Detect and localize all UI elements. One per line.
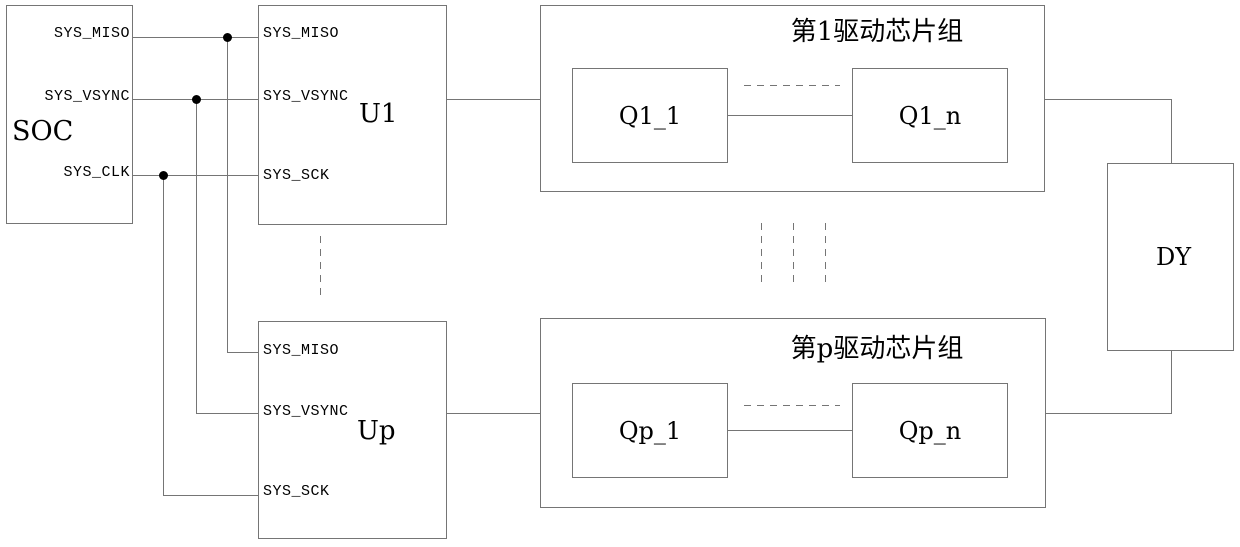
ellipsis-u1-to-up <box>320 236 321 299</box>
wire-miso-drop <box>227 37 228 352</box>
wire-vsync-branch-to-up <box>196 413 258 414</box>
wire-dy-bottom-connector <box>1171 351 1172 414</box>
up-pin-sys-vsync: SYS_VSYNC <box>263 403 349 420</box>
soc-pin-sys-vsync: SYS_VSYNC <box>44 88 130 105</box>
soc-pin-sys-miso: SYS_MISO <box>53 25 130 42</box>
chip-qp-n-box: Qp_n <box>852 383 1008 478</box>
chip-qp-1-label: Qp_1 <box>618 416 682 445</box>
soc-pin-sys-clk: SYS_CLK <box>63 164 130 181</box>
up-box <box>258 321 447 539</box>
wire-clk-branch-to-up <box>163 495 258 496</box>
wire-clk-drop <box>163 175 164 495</box>
wire-u1-to-group1 <box>447 99 540 100</box>
ellipsis-q1-chain <box>744 85 840 86</box>
wire-q1-1-to-q1-n <box>728 115 852 116</box>
chip-qp-1-box: Qp_1 <box>572 383 728 478</box>
wire-dy-top-connector <box>1171 99 1172 163</box>
u1-box <box>258 5 447 225</box>
driver-group-p-title: 第p驱动芯片组 <box>790 334 964 364</box>
u1-label: U1 <box>359 99 398 129</box>
u1-pin-sys-vsync: SYS_VSYNC <box>263 88 349 105</box>
wire-groupp-to-dy <box>1045 413 1172 414</box>
wire-vsync-drop <box>196 99 197 413</box>
ellipsis-groups-1 <box>761 223 762 287</box>
junction-dot-vsync <box>192 95 201 104</box>
chip-q1-n-box: Q1_n <box>852 68 1008 163</box>
u1-pin-sys-miso: SYS_MISO <box>263 25 340 42</box>
dy-label: DY <box>1156 243 1192 271</box>
chip-qp-n-label: Qp_n <box>898 416 962 445</box>
chip-q1-1-box: Q1_1 <box>572 68 728 163</box>
wire-miso-branch-to-up <box>227 352 258 353</box>
driver-group-1-title: 第1驱动芯片组 <box>790 17 964 47</box>
wire-clk-soc-to-u1 <box>133 175 258 176</box>
dy-box <box>1107 163 1234 351</box>
ellipsis-qp-chain <box>744 405 840 406</box>
up-pin-sys-sck: SYS_SCK <box>263 483 330 500</box>
chip-q1-1-label: Q1_1 <box>618 101 682 130</box>
junction-dot-miso <box>223 33 232 42</box>
soc-label: SOC <box>12 116 74 147</box>
wire-up-to-groupp <box>447 413 540 414</box>
up-label: Up <box>357 416 396 446</box>
soc-box <box>6 5 133 224</box>
wire-miso-soc-to-u1 <box>133 37 258 38</box>
wire-qp-1-to-qp-n <box>728 430 852 431</box>
junction-dot-clk <box>159 171 168 180</box>
wire-group1-to-dy <box>1045 99 1172 100</box>
up-pin-sys-miso: SYS_MISO <box>263 342 340 359</box>
chip-q1-n-label: Q1_n <box>898 101 962 130</box>
ellipsis-groups-2 <box>793 223 794 287</box>
ellipsis-groups-3 <box>825 223 826 287</box>
u1-pin-sys-sck: SYS_SCK <box>263 167 330 184</box>
